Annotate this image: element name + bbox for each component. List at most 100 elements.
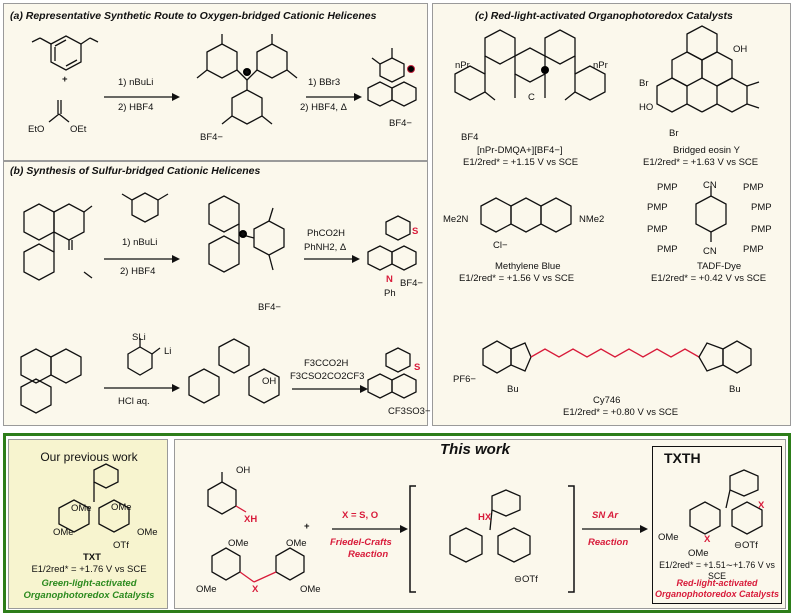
tadf-pmp-4: PMP — [751, 202, 772, 213]
txt-potential: E1/2red* = +1.76 V vs SCE — [31, 564, 147, 575]
panel-c: (c) Red-light-activated Organophotoredox… — [432, 3, 791, 426]
bis-dimethoxyphenyl-structure — [211, 547, 305, 583]
txth-desc-line1: Red-light-activated — [676, 578, 758, 588]
this-work-plus: + — [304, 521, 310, 532]
txt-label: TXT — [83, 552, 101, 563]
previous-work-title: Our previous work — [40, 450, 138, 464]
arrow1-top-label: X = S, O — [342, 510, 379, 521]
txt-structure — [58, 463, 130, 533]
catalyst-2-potential: E1/2red* = +1.63 V vs SCE — [643, 157, 759, 168]
txth-potential: E1/2red* = +1.51∼+1.76 V vs SCE — [659, 560, 775, 581]
route-b2-sli-label: SLi — [132, 332, 146, 343]
intermediate-otf-label: ⊖OTf — [514, 574, 538, 585]
reaction-arrow-a2 — [306, 93, 362, 101]
this-work-title: This work — [440, 441, 511, 458]
r2-ome-1: OMe — [228, 538, 249, 549]
mb-nme2-label: NMe2 — [579, 214, 605, 225]
panel-c-title: (c) Red-light-activated Organophotoredox… — [475, 10, 733, 22]
reaction-arrow-b2 — [304, 255, 360, 263]
previous-work-panel: Our previous work OMe OMe OMe OMe OTf TX… — [8, 439, 168, 609]
tadf-pmp-6: PMP — [751, 224, 772, 235]
route-b1-ph-label: Ph — [384, 288, 396, 299]
route-b2-step-line2: F3CSO2CO2CF3 — [290, 371, 365, 382]
tadf-pmp-2: PMP — [743, 182, 764, 193]
dimethoxybenzene-reagent-structure — [121, 192, 169, 223]
cy746-structure — [482, 340, 752, 374]
tadf-pmp-5: PMP — [647, 224, 668, 235]
tadf-pmp-3: PMP — [647, 202, 668, 213]
route-b1-step2-line1: PhCO2H — [307, 228, 346, 239]
mb-me2n-label: Me2N — [443, 214, 469, 225]
txth-structure — [689, 469, 763, 535]
reaction-arrow-b3 — [104, 384, 180, 392]
aza-thia-helicene-structure — [367, 215, 417, 271]
arrow1-bottom-line2: Reaction — [348, 549, 389, 560]
reactant-xh-label: XH — [244, 514, 258, 525]
friedel-crafts-arrow — [332, 525, 408, 533]
route-a-step2-line2: 2) HBF4, Δ — [300, 102, 347, 113]
route-b2-li-label: Li — [164, 346, 172, 357]
dmqa-c-label: C — [528, 92, 535, 103]
snar-arrow — [582, 525, 648, 533]
route-b1-n-label: N — [386, 274, 393, 285]
route-a-counterion-1: BF4− — [200, 132, 223, 143]
route-b2-step-line1: F3CCO2H — [304, 358, 349, 369]
dimethoxythioxanthone-structure — [23, 203, 93, 281]
catalyst-3-name: Methylene Blue — [495, 261, 561, 272]
tadf-pmp-7: PMP — [657, 244, 678, 255]
methylene-blue-structure — [480, 197, 572, 233]
reaction-arrow-b1 — [104, 255, 180, 263]
route-b2-s-label: S — [414, 362, 421, 373]
eosin-oh-top: OH — [733, 44, 748, 55]
tadf-pmp-8: PMP — [743, 244, 764, 255]
plus-sign: + — [62, 74, 68, 85]
txt-otf: OTf — [113, 540, 129, 551]
reaction-arrow-b4 — [292, 385, 368, 393]
thioxanthone-structure — [20, 348, 82, 414]
route-b1-step2-line2: PhNH2, Δ — [304, 242, 347, 253]
route-b1-counterion-1: BF4− — [258, 302, 281, 313]
tadf-dye-structure — [695, 186, 727, 242]
txth-ome-1: OMe — [658, 532, 679, 543]
eosin-br-left: Br — [639, 78, 649, 89]
txt-ome-2: OMe — [111, 502, 132, 513]
route-b1-counterion-2: BF4− — [400, 278, 423, 289]
txt-ome-4: OMe — [137, 527, 158, 538]
route-b2-counterion: CF3SO3− — [388, 406, 431, 417]
dithia-carbinol-structure — [188, 338, 280, 404]
txth-desc-line2: Organophotoredox Catalysts — [654, 589, 780, 599]
dithia-helicene-structure — [367, 347, 417, 399]
thioxanthylium-structure — [208, 195, 285, 273]
arrow2-bottom-label: Reaction — [588, 537, 629, 548]
reactant-oh-label: OH — [236, 465, 251, 476]
tadf-cn-2: CN — [703, 246, 717, 257]
catalyst-4-potential: E1/2red* = +0.42 V vs SCE — [651, 273, 767, 284]
route-b2-condition: HCl aq. — [118, 396, 150, 407]
route-a-counterion-2: BF4− — [389, 118, 412, 129]
panel-a: (a) Representative Synthetic Route to Ox… — [3, 3, 428, 161]
npr-dmqa-structure — [454, 29, 606, 101]
diethyl-carbonate-structure — [48, 100, 70, 123]
route-a-step1-line1: 1) nBuLi — [118, 77, 154, 88]
dmqa-npr-right: nPr — [593, 60, 608, 71]
dmqa-bf4-label: BF4 — [461, 132, 479, 143]
intermediate-brackets — [409, 485, 575, 593]
eosin-br-bottom: Br — [669, 128, 679, 139]
reaction-arrow-a1 — [104, 93, 180, 101]
route-b1-step1-line2: 2) HBF4 — [120, 266, 156, 277]
r2-ome-2: OMe — [286, 538, 307, 549]
lithiated-thiophenol-structure — [127, 338, 161, 376]
txt-ome-1: OMe — [71, 503, 92, 514]
r2-ome-3: OMe — [196, 584, 217, 595]
panel-b: (b) Synthesis of Sulfur-bridged Cationic… — [3, 161, 431, 426]
intermediate-structure — [449, 489, 531, 563]
catalyst-2-name: Bridged eosin Y — [673, 145, 740, 156]
txt-desc-line1: Green-light-activated — [41, 578, 137, 589]
arrow1-bottom-line1: Friedel-Crafts — [330, 537, 392, 548]
route-a-step2-line1: 1) BBr3 — [308, 77, 341, 88]
mb-cl-label: Cl− — [493, 240, 508, 251]
arrow2-top-label: SN Ar — [592, 510, 619, 521]
eosin-ho-left: HO — [639, 102, 654, 113]
trityl-cation-structure — [196, 34, 298, 125]
txt-ome-3: OMe — [53, 527, 74, 538]
